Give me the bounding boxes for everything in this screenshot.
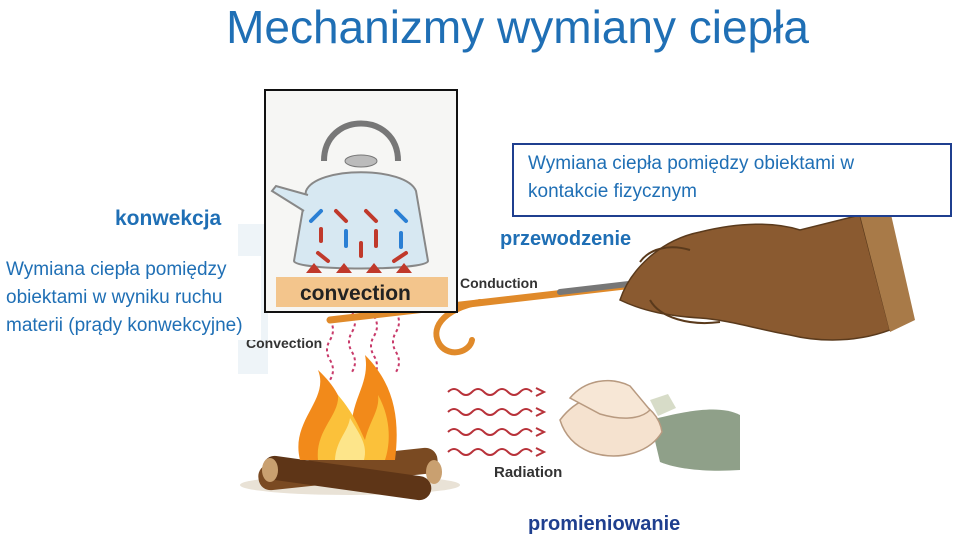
radiation-waves: [447, 387, 547, 457]
conduction-description-box: Wymiana ciepła pomiędzy obiektami w kont…: [512, 143, 952, 217]
campfire-icon: [240, 355, 460, 501]
conduction-heading: przewodzenie: [500, 228, 632, 250]
radiation-heading: promieniowanie: [528, 513, 681, 535]
convection-heading: konwekcja: [115, 207, 222, 230]
conduction-description: Wymiana ciepła pomiędzy obiektami w kont…: [528, 153, 855, 202]
warming-hands-icon: [559, 379, 740, 471]
convection-description: Wymiana ciepła pomiędzy obiektami w wyni…: [6, 256, 261, 340]
radiation-label: Radiation: [494, 464, 562, 481]
conduction-label: Conduction: [460, 275, 538, 291]
kettle-icon: convection: [270, 120, 448, 307]
gloved-hand-icon: [619, 210, 915, 341]
kettle-convection-image: convection: [264, 89, 458, 313]
convection-label: Convection: [246, 335, 322, 351]
slide-title: Mechanizmy wymiany ciepła: [226, 1, 809, 53]
convection-heat-lines: [326, 311, 400, 381]
kettle-label: convection: [300, 282, 411, 305]
